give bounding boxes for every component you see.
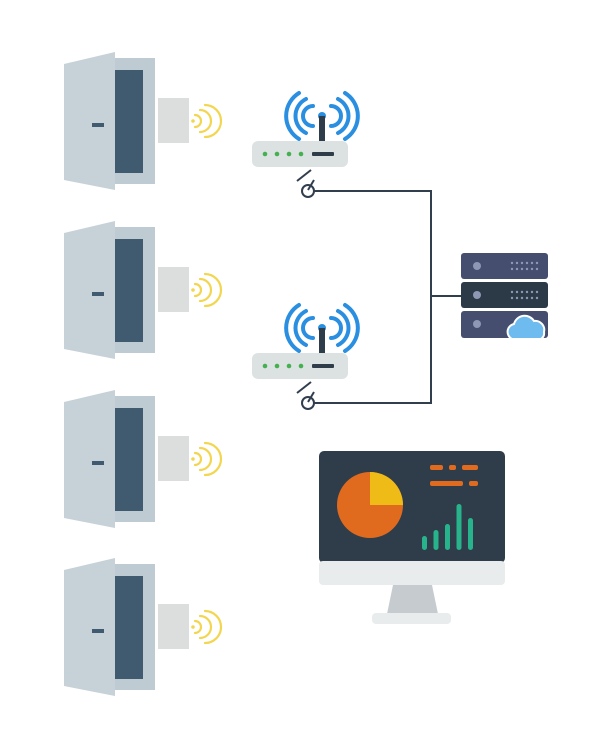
bar-1 bbox=[422, 536, 427, 550]
monitor-base bbox=[372, 613, 451, 624]
door-1 bbox=[64, 52, 223, 190]
router-antenna bbox=[319, 328, 325, 354]
door-leaf bbox=[64, 221, 115, 359]
door-handle bbox=[92, 123, 104, 127]
connector-plug-icon bbox=[301, 184, 315, 198]
door-handle bbox=[92, 292, 104, 296]
wifi-signal-icon bbox=[284, 303, 360, 353]
bar-2 bbox=[433, 530, 439, 550]
dashboard-monitor bbox=[319, 451, 505, 624]
router-port bbox=[312, 364, 334, 368]
door-opening bbox=[115, 408, 143, 511]
server-unit-2 bbox=[461, 282, 548, 308]
bar-3 bbox=[445, 524, 450, 550]
router-port bbox=[312, 152, 334, 156]
monitor-neck bbox=[387, 585, 438, 614]
wireless-wave-icon bbox=[193, 441, 223, 477]
wireless-wave-icon bbox=[193, 272, 223, 308]
bar-4 bbox=[456, 504, 462, 550]
server-unit-1 bbox=[461, 253, 548, 279]
router-1 bbox=[252, 91, 360, 198]
door-opening bbox=[115, 70, 143, 173]
card-reader bbox=[158, 436, 189, 481]
router-antenna bbox=[319, 116, 325, 142]
wifi-signal-icon bbox=[284, 91, 360, 141]
cloud-icon bbox=[506, 314, 546, 340]
door-handle bbox=[92, 629, 104, 633]
door-handle bbox=[92, 461, 104, 465]
connector-tick bbox=[296, 381, 312, 394]
card-reader bbox=[158, 604, 189, 649]
legend-marks bbox=[430, 465, 478, 486]
connector-tick bbox=[296, 169, 312, 182]
door-opening bbox=[115, 576, 143, 679]
pie-chart bbox=[337, 472, 403, 538]
wireless-wave-icon bbox=[193, 103, 223, 139]
door-leaf bbox=[64, 390, 115, 528]
pie-slice-2 bbox=[370, 472, 403, 505]
monitor-bezel bbox=[319, 561, 505, 585]
bar-chart bbox=[422, 504, 473, 550]
bar-5 bbox=[468, 518, 473, 550]
card-reader bbox=[158, 98, 189, 143]
connector-plug-icon bbox=[301, 396, 315, 410]
door-4 bbox=[64, 558, 223, 696]
door-2 bbox=[64, 221, 223, 359]
network-wires bbox=[314, 190, 463, 404]
router-2 bbox=[252, 303, 360, 410]
door-leaf bbox=[64, 558, 115, 696]
card-reader bbox=[158, 267, 189, 312]
server-stack bbox=[461, 253, 548, 340]
wireless-wave-icon bbox=[193, 609, 223, 645]
door-leaf bbox=[64, 52, 115, 190]
door-3 bbox=[64, 390, 223, 528]
door-opening bbox=[115, 239, 143, 342]
